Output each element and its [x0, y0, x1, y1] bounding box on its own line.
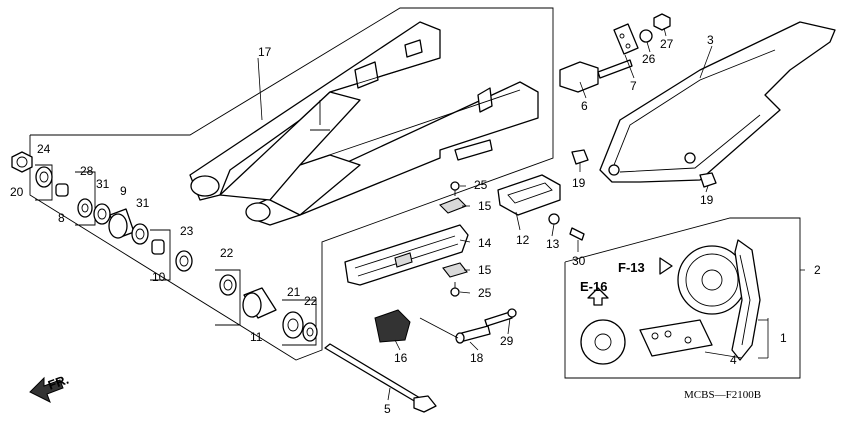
bracket-10 [150, 229, 171, 281]
washer-26 [639, 29, 653, 43]
callout-6: 6 [581, 99, 588, 113]
seal-28 [77, 198, 93, 218]
pin-18 [455, 325, 491, 344]
slider-block-12 [497, 174, 561, 216]
ref-arrow-f13 [659, 257, 673, 275]
callout-5: 5 [384, 402, 391, 416]
collar-10 [151, 239, 165, 255]
callout-13: 13 [546, 237, 560, 251]
callout-2: 2 [814, 263, 821, 277]
bolt-19b [699, 172, 717, 188]
callout-3: 3 [707, 33, 714, 47]
callout-25a: 25 [474, 178, 488, 192]
callout-30: 30 [572, 254, 586, 268]
seal-23 [175, 250, 193, 272]
callout-9: 9 [120, 184, 127, 198]
callout-11: 11 [250, 330, 263, 344]
callout-8: 8 [58, 211, 65, 225]
ref-label-e16: E-16 [580, 279, 607, 294]
callout-4: 4 [730, 353, 737, 367]
bushing-21 [282, 311, 304, 339]
callout-29: 29 [500, 334, 514, 348]
adjuster-block-6 [559, 59, 633, 93]
master-link-4 [639, 319, 713, 357]
bolt-19a [571, 149, 589, 165]
callout-15a: 15 [478, 199, 492, 213]
bearing-31b [131, 223, 149, 245]
adjuster-plate-7 [613, 23, 639, 55]
callout-12: 12 [516, 233, 530, 247]
collar-13 [548, 213, 560, 225]
seal-22a [219, 274, 237, 296]
pivot-bolt-5 [324, 343, 437, 413]
screw-25a [450, 181, 460, 196]
callout-24: 24 [37, 142, 51, 156]
drive-chain-1 [731, 239, 761, 361]
callout-26: 26 [642, 52, 656, 66]
nut-27 [653, 13, 671, 31]
callout-22b: 22 [304, 294, 318, 308]
chain-slider-14 [344, 224, 469, 286]
leader-lines [257, 27, 805, 401]
bracket-22a [215, 269, 241, 326]
diagram-code: MCBS—F2100B [684, 389, 761, 401]
collar-8 [55, 183, 69, 197]
bearing-31a [93, 203, 111, 225]
callout-28: 28 [80, 164, 94, 178]
bracket-8 [35, 164, 53, 201]
rubber-15a [439, 197, 467, 214]
callout-19a: 19 [572, 176, 586, 190]
callouts: 17 3 6 7 26 27 19 19 25 15 14 15 25 12 1… [10, 33, 821, 416]
callout-21: 21 [287, 285, 301, 299]
drive-group-frame [564, 217, 801, 379]
screw-25b [450, 282, 460, 297]
callout-23: 23 [180, 224, 194, 238]
callout-1: 1 [780, 331, 787, 345]
callout-16: 16 [394, 351, 408, 365]
chain-guide-16 [374, 309, 411, 343]
direction-label: FR. [46, 372, 71, 393]
collar-11 [242, 287, 277, 319]
front-sprocket [580, 319, 626, 365]
bolt-29 [484, 308, 517, 327]
seal-22b [302, 322, 318, 342]
callout-18: 18 [470, 351, 484, 365]
callout-22a: 22 [220, 246, 234, 260]
callout-10: 10 [152, 270, 166, 284]
swingarm-group-frame [29, 7, 554, 361]
ref-label-f13: F-13 [618, 260, 645, 275]
pivot-nut-20 [11, 151, 33, 173]
callout-19b: 19 [700, 193, 714, 207]
collar-9 [108, 208, 135, 239]
swingarm [189, 21, 539, 226]
bolt-30 [569, 227, 585, 241]
bearing-24 [35, 166, 53, 188]
rubber-15b [442, 262, 468, 278]
callout-31a: 31 [96, 177, 110, 191]
chain-case-3 [599, 21, 836, 183]
front-direction-arrow [29, 376, 64, 404]
callout-20: 20 [10, 185, 24, 199]
callout-7: 7 [630, 79, 637, 93]
callout-14: 14 [478, 236, 492, 250]
callout-31b: 31 [136, 196, 150, 210]
bracket-28 [75, 171, 96, 226]
ref-arrow-e16 [587, 287, 609, 306]
callout-17: 17 [258, 45, 272, 59]
callout-27: 27 [660, 37, 674, 51]
callout-15b: 15 [478, 263, 492, 277]
bracket-21 [282, 299, 317, 346]
callout-25b: 25 [478, 286, 492, 300]
